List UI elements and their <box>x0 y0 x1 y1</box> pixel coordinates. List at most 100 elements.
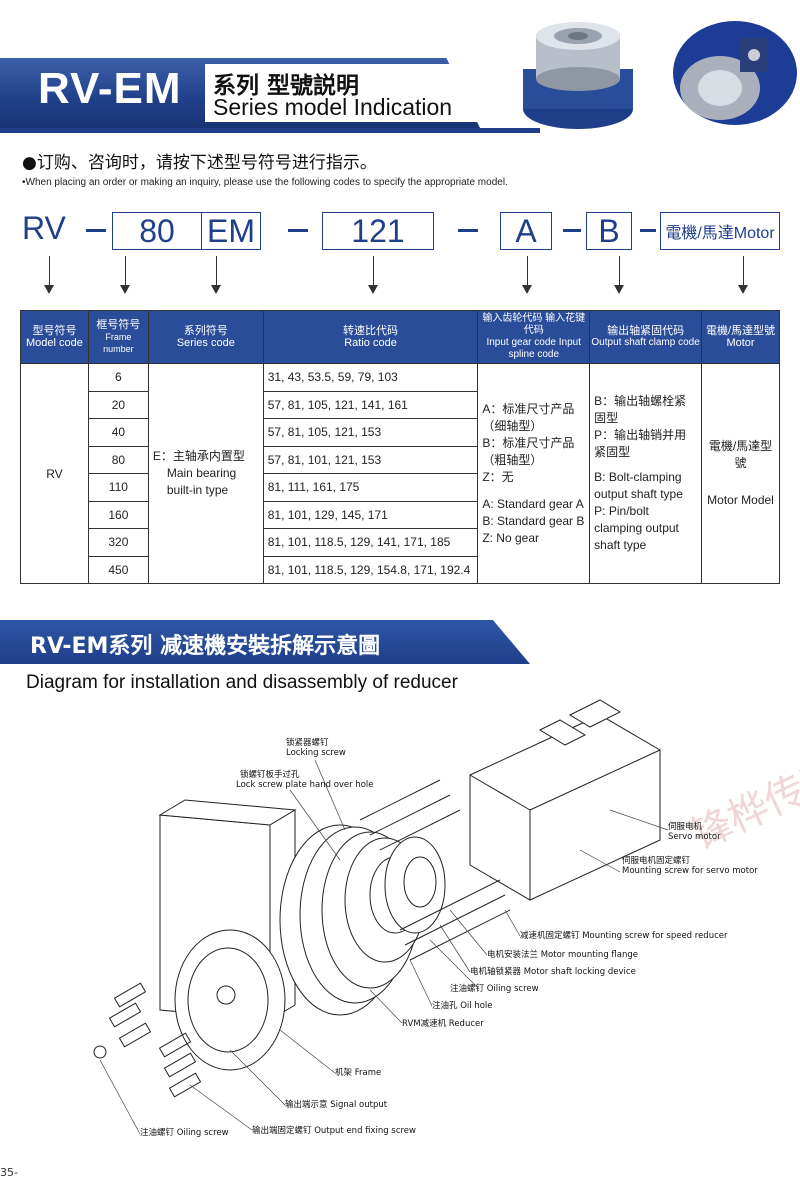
order-note-cn: ●订购、咨询时，请按下述型号符号进行指示。 <box>22 153 377 173</box>
output-b-cn: B：输出轴螺栓紧固型 <box>594 394 687 425</box>
svg-text:锋桦传动: 锋桦传动 <box>685 750 800 859</box>
series-code-title: RV-EM <box>38 64 182 113</box>
series-cn: E：主轴承内置型 <box>152 449 245 463</box>
series-cell: E：主轴承内置型 Main bearing built-in type <box>147 363 264 584</box>
ratio-cell: 81, 101, 118.5, 129, 141, 171, 185 <box>262 528 479 557</box>
callout-frame: 机架 Frame <box>335 1068 382 1078</box>
ratio-cell: 31, 43, 53.5, 59, 79, 103 <box>262 363 479 392</box>
arrow-down <box>44 256 54 294</box>
arrow-down <box>120 256 130 294</box>
output-code-box: B <box>586 212 632 250</box>
section-banner: RV-EM系列 减速機安裝拆解示意圖 <box>0 620 530 664</box>
ratio-code-box: 121 <box>322 212 434 250</box>
header-en: Input gear code Input spline code <box>486 337 581 360</box>
header-cn: 框号符号 <box>96 319 141 331</box>
ratio-cell: 81, 111, 161, 175 <box>262 473 479 502</box>
frame-cell: 6 <box>87 363 149 392</box>
code-dash <box>563 229 581 232</box>
arrow-down <box>614 256 624 294</box>
motor-cn: 電機/馬達型號 <box>708 439 773 470</box>
header-cn: 转速比代码 <box>343 325 399 337</box>
table-row: RV 6 E：主轴承内置型 Main bearing built-in type… <box>20 363 780 584</box>
series-code-box: EM <box>201 212 261 250</box>
ratio-cell: 81, 101, 118.5, 129, 154.8, 171, 192.4 <box>262 555 479 584</box>
model-cell: RV <box>20 363 89 584</box>
header-cn: 系列符号 <box>183 325 228 337</box>
input-b-en: B: Standard gear B <box>482 513 585 528</box>
output-p-en: P: Pin/bolt clamping output shaft type <box>594 504 679 552</box>
ratio-cell: 57, 81, 105, 121, 141, 161 <box>262 390 479 419</box>
frame-cell: 80 <box>87 445 149 474</box>
arrow-down <box>368 256 378 294</box>
frame-cell: 450 <box>87 555 149 584</box>
code-dash <box>86 229 106 232</box>
section-band <box>0 620 530 664</box>
frame-cell: 20 <box>87 390 149 419</box>
code-dash <box>640 229 656 232</box>
ratio-cell: 57, 81, 105, 121, 153 <box>262 418 479 447</box>
header-cn: 型号符号 <box>32 325 77 337</box>
header-en: Frame number <box>103 332 134 354</box>
header-cn: 输入齿轮代码 输入花键代码 <box>482 313 586 336</box>
callout-motor-flange: 电机安装法兰 Motor mounting flange <box>487 950 638 960</box>
input-z-en: Z: No gear <box>482 530 540 545</box>
motor-code-box: 電機/馬達Motor <box>660 212 780 250</box>
callout-reducer: RVM减速机 Reducer <box>402 1019 484 1029</box>
frame-cell: 110 <box>87 473 149 502</box>
table-row: 40 57, 81, 105, 121, 153 <box>21 418 780 447</box>
output-p-cn: P：输出轴销并用紧固型 <box>594 428 687 459</box>
code-dash <box>458 229 478 232</box>
ratio-cell: 57, 81, 101, 121, 153 <box>262 445 479 474</box>
reducer-product-image <box>523 22 633 129</box>
frame-cell: 160 <box>87 500 149 529</box>
order-note-en: •When placing an order or making an inqu… <box>22 177 508 188</box>
callout-oiling-screw-left: 注油螺钉 Oiling screw <box>140 1128 229 1138</box>
page-number: 35- <box>0 1166 18 1179</box>
header-cn: 電機/馬達型號 <box>705 325 776 337</box>
header-en: Model code <box>26 337 83 349</box>
callout-reducer-mount-screw: 减速机固定螺钉 Mounting screw for speed reducer <box>520 931 728 941</box>
table-row: 320 81, 101, 118.5, 129, 141, 171, 185 <box>21 528 780 557</box>
banner-title-box <box>205 64 505 122</box>
title-cn: 系列 型號説明 <box>213 73 360 99</box>
frame-cell: 40 <box>87 418 149 447</box>
arrow-down <box>522 256 532 294</box>
exploded-assembly-diagram: 锋桦传动 <box>93 699 800 1135</box>
section-subtitle: Diagram for installation and disassembly… <box>26 672 458 693</box>
input-a-cn: A：标准尺寸产品（细轴型） <box>482 401 575 433</box>
header-banner: RV-EM 系列 型號説明 Series model Indication <box>0 58 520 128</box>
callout-output-fixing-screw: 输出端固定螺钉 Output end fixing screw <box>252 1126 416 1136</box>
frame-cell: 320 <box>87 528 149 557</box>
frame-code-box: 80 <box>112 212 202 250</box>
model-prefix: RV <box>22 210 66 246</box>
series-en: Main bearing built-in type <box>166 466 237 497</box>
arrow-down <box>738 256 748 294</box>
table-row: 20 57, 81, 105, 121, 141, 161 <box>21 390 780 419</box>
output-cell: B：输出轴螺栓紧固型 P：输出轴销并用紧固型 B: Bolt-clamping … <box>589 363 703 584</box>
banner-stripe <box>0 128 540 133</box>
code-dash <box>288 229 308 232</box>
header-en: Series code <box>176 337 235 349</box>
header-cn: 输出轴紧固代码 <box>607 325 685 337</box>
callout-shaft-locking-device: 电机轴锁紧器 Motor shaft locking device <box>470 967 636 977</box>
callout-oil-hole: 注油孔 Oil hole <box>432 1001 493 1011</box>
input-b-cn: B：标准尺寸产品（粗轴型） <box>482 435 575 467</box>
header-en: Output shaft clamp code <box>591 337 700 348</box>
callout-oiling-screw: 注油螺钉 Oiling screw <box>450 984 539 994</box>
table-row: 80 57, 81, 101, 121, 153 <box>21 445 780 474</box>
input-cell: A：标准尺寸产品（细轴型） B：标准尺寸产品（粗轴型） Z：无 A: Stand… <box>477 363 591 584</box>
reducer-product-image-2 <box>673 21 797 125</box>
